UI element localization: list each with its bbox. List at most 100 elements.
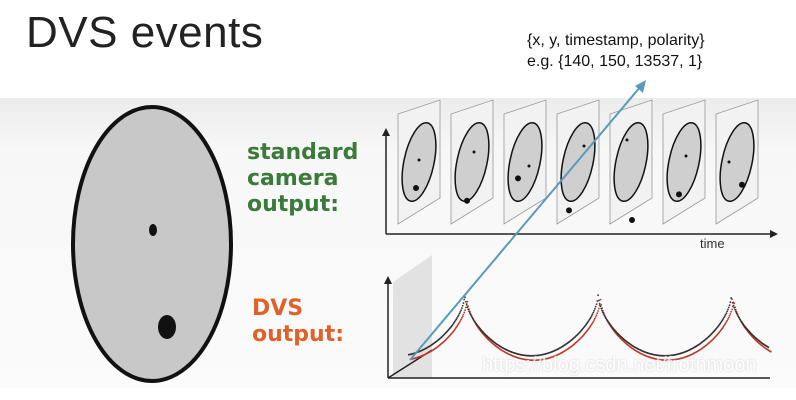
event-dot <box>599 305 602 308</box>
large-dot <box>158 315 176 339</box>
event-dot <box>461 317 463 319</box>
frame-disc <box>401 121 437 203</box>
event-dot <box>735 312 738 315</box>
frame-small-dot <box>472 150 476 154</box>
event-dot <box>722 318 725 320</box>
frame-large-dot <box>739 181 745 188</box>
watermark: https://blog.csdn.net/frotnmoon <box>482 354 757 376</box>
frame-sequence <box>397 99 759 225</box>
event-dot <box>731 298 733 300</box>
frame-small-dot <box>727 160 731 164</box>
event-dot <box>769 350 772 353</box>
event-dot <box>594 305 597 308</box>
event-dot <box>605 317 607 320</box>
event-dot <box>458 321 461 324</box>
event-dot <box>587 320 590 322</box>
event-dot <box>596 312 599 315</box>
page-title: DVS events <box>26 8 264 57</box>
event-dot <box>723 315 726 317</box>
frame <box>503 99 547 225</box>
frame-small-dot <box>417 158 421 162</box>
event-dot <box>467 308 470 311</box>
event-dot <box>601 309 603 312</box>
event-dot <box>597 310 599 312</box>
label-line: standard <box>247 140 359 165</box>
standard-camera-output-label: standard camera output: <box>247 140 358 218</box>
frame <box>662 99 706 225</box>
event-dot <box>598 299 600 302</box>
frame-small-dot <box>625 138 629 142</box>
frame-large-dot <box>413 185 419 191</box>
event-dot <box>731 301 734 304</box>
event-dot <box>723 316 725 319</box>
event-dot <box>460 309 462 311</box>
event-dot <box>457 315 459 318</box>
rotating-disc <box>71 105 233 383</box>
event-dot <box>731 308 733 311</box>
event-format-line: {x, y, timestamp, polarity} <box>527 32 705 49</box>
event-dot <box>721 319 724 322</box>
event-dot <box>464 306 467 309</box>
label-line: DVS <box>252 296 304 321</box>
frame-large-dot <box>566 207 572 214</box>
event-dot <box>600 304 603 306</box>
event-dot <box>593 319 596 321</box>
event-dot <box>600 307 603 310</box>
event-dot <box>598 307 600 310</box>
frame <box>609 99 653 225</box>
event-dot <box>463 311 466 314</box>
frame-small-dot <box>527 164 531 168</box>
event-dot <box>736 314 739 316</box>
event-dot <box>593 309 595 312</box>
event-dot <box>724 322 727 325</box>
dvs-output-label: DVS output: <box>252 296 344 348</box>
event-dot <box>459 311 462 313</box>
event-dot <box>590 324 592 327</box>
event-dot <box>463 298 466 301</box>
frame-disc <box>666 121 702 203</box>
event-dot <box>461 307 463 309</box>
time-axis-label: time <box>700 236 725 251</box>
event-dot <box>468 312 471 314</box>
time-arrow-head <box>770 230 778 238</box>
label-line: camera <box>247 166 339 191</box>
event-dot <box>456 317 458 319</box>
event-dot <box>460 318 462 321</box>
event-dot <box>597 294 599 297</box>
event-dot <box>738 316 740 319</box>
event-dot <box>728 304 731 306</box>
event-dot <box>461 315 464 318</box>
pointer-arrow-head <box>635 80 646 93</box>
frame-small-dot <box>582 144 586 148</box>
event-dot <box>601 311 604 314</box>
label-line: output: <box>247 192 340 217</box>
label-line: output: <box>252 322 345 347</box>
event-dot <box>466 306 469 309</box>
event-dot <box>735 310 737 313</box>
frame-disc <box>454 121 490 203</box>
dvs-event-stream <box>407 294 772 362</box>
frame <box>397 99 441 225</box>
frame <box>715 99 759 225</box>
event-dot <box>604 316 607 318</box>
event-dot <box>591 313 594 315</box>
event-dot <box>472 319 475 321</box>
event-dot <box>726 310 729 313</box>
event-dot <box>728 314 731 317</box>
event-dot <box>468 310 470 312</box>
event-dot <box>725 312 728 314</box>
event-dot <box>590 323 593 325</box>
event-dot <box>733 306 736 309</box>
event-dot <box>589 317 592 320</box>
frame-large-dot <box>629 217 635 223</box>
event-dot <box>588 318 591 321</box>
event-dot <box>602 313 605 315</box>
event-dot <box>464 309 466 312</box>
event-dot <box>459 320 462 322</box>
event-dot <box>729 313 732 315</box>
small-dot <box>149 224 157 236</box>
frame-disc <box>613 121 649 203</box>
event-dot <box>462 302 465 304</box>
frame-large-dot <box>515 175 521 182</box>
